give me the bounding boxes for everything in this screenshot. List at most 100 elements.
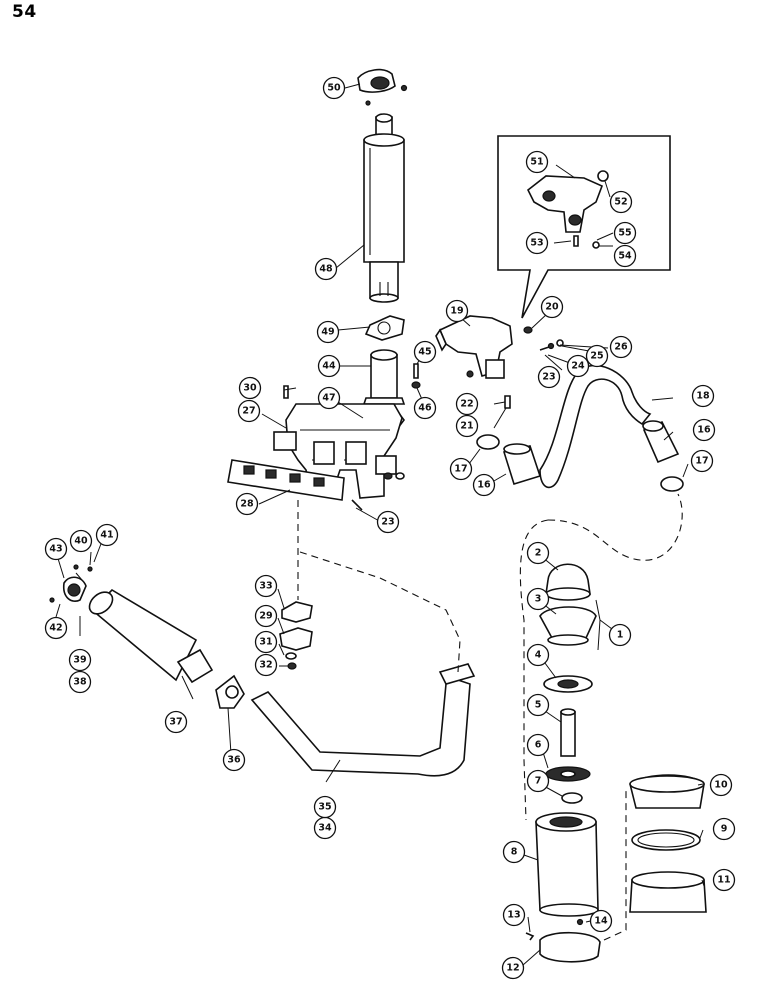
callout-18: 18 — [691, 384, 715, 408]
callout-8: 8 — [502, 840, 526, 864]
svg-text:3: 3 — [535, 594, 542, 605]
svg-text:46: 46 — [418, 403, 432, 414]
svg-text:33: 33 — [259, 581, 272, 592]
svg-text:31: 31 — [259, 637, 272, 648]
svg-text:37: 37 — [169, 717, 182, 728]
callout-32: 32 — [254, 653, 278, 677]
svg-text:39: 39 — [73, 655, 86, 666]
svg-text:5: 5 — [535, 700, 542, 711]
callout-54: 54 — [613, 244, 637, 268]
pipe-flange-gasket-part — [279, 601, 313, 670]
svg-text:54: 54 — [618, 251, 632, 262]
svg-text:52: 52 — [614, 197, 627, 208]
upper-flange-gasket-part — [364, 315, 405, 341]
callout-50: 50 — [322, 76, 346, 100]
svg-text:22: 22 — [460, 399, 473, 410]
callout-17b: 17 — [690, 449, 714, 473]
bolt-and-washer-part — [411, 363, 421, 389]
callout-43: 43 — [44, 537, 68, 561]
svg-text:25: 25 — [590, 351, 603, 362]
svg-text:44: 44 — [322, 361, 336, 372]
callout-40: 40 — [69, 529, 93, 553]
crossover-manifold-part — [435, 315, 513, 379]
svg-text:29: 29 — [259, 611, 272, 622]
callout-26: 26 — [609, 335, 633, 359]
svg-text:9: 9 — [721, 824, 728, 835]
leader-lines — [55, 83, 705, 966]
svg-text:19: 19 — [450, 306, 463, 317]
svg-text:45: 45 — [418, 347, 431, 358]
svg-text:49: 49 — [321, 327, 334, 338]
svg-text:16: 16 — [697, 425, 711, 436]
crossover-hardware-part — [504, 326, 564, 409]
callout-36: 36 — [222, 748, 246, 772]
callout-27: 27 — [237, 399, 261, 423]
svg-text:17: 17 — [454, 464, 467, 475]
callout-44: 44 — [317, 354, 341, 378]
oil-cup-part — [629, 774, 705, 809]
svg-text:11: 11 — [717, 875, 730, 886]
svg-text:26: 26 — [614, 342, 628, 353]
callout-24: 24 — [566, 354, 590, 378]
callout-38: 38 — [68, 670, 92, 694]
horizontal-muffler-part — [88, 588, 214, 684]
lower-exhaust-pipe-part — [250, 663, 476, 777]
callout-28: 28 — [235, 492, 259, 516]
svg-text:30: 30 — [243, 383, 257, 394]
svg-text:14: 14 — [594, 916, 608, 927]
svg-text:55: 55 — [618, 228, 631, 239]
callout-14: 14 — [589, 909, 613, 933]
svg-text:40: 40 — [74, 536, 88, 547]
callout-9: 9 — [712, 817, 736, 841]
svg-text:50: 50 — [327, 83, 341, 94]
callout-53: 53 — [525, 231, 549, 255]
small-hardware-part — [525, 918, 584, 941]
inset-detail-box — [497, 135, 671, 319]
callout-52: 52 — [609, 190, 633, 214]
svg-text:24: 24 — [571, 361, 585, 372]
callout-23b: 23 — [376, 510, 400, 534]
callout-2: 2 — [526, 541, 550, 565]
callout-19: 19 — [445, 299, 469, 323]
svg-text:43: 43 — [49, 544, 62, 555]
callout-7: 7 — [526, 769, 550, 793]
svg-text:8: 8 — [511, 847, 518, 858]
svg-text:51: 51 — [530, 157, 543, 168]
callout-13: 13 — [502, 903, 526, 927]
callout-12: 12 — [501, 956, 525, 980]
callout-22: 22 — [455, 392, 479, 416]
callout-11: 11 — [712, 868, 736, 892]
callout-3: 3 — [526, 587, 550, 611]
callout-49: 49 — [316, 320, 340, 344]
callout-20: 20 — [540, 295, 564, 319]
callout-37: 37 — [164, 710, 188, 734]
vertical-muffler-part — [363, 113, 405, 303]
svg-text:10: 10 — [714, 780, 728, 791]
tailpipe-part — [49, 564, 93, 603]
callout-30: 30 — [238, 376, 262, 400]
air-cleaner-nut-part — [561, 792, 583, 804]
callout-29: 29 — [254, 604, 278, 628]
air-cleaner-baffle-part — [543, 675, 593, 693]
air-cleaner-routing-line — [519, 519, 549, 821]
callout-31: 31 — [254, 630, 278, 654]
svg-text:20: 20 — [545, 302, 559, 313]
callout-10: 10 — [709, 773, 733, 797]
svg-text:23: 23 — [381, 517, 394, 528]
svg-text:12: 12 — [506, 963, 519, 974]
air-cleaner-cap-part — [545, 563, 591, 601]
callout-16b: 16 — [692, 418, 716, 442]
svg-text:6: 6 — [535, 740, 542, 751]
svg-text:48: 48 — [319, 264, 333, 275]
callout-6: 6 — [526, 733, 550, 757]
oil-cup-clamp-part — [539, 931, 601, 963]
callout-17a: 17 — [449, 457, 473, 481]
svg-text:41: 41 — [100, 530, 113, 541]
hose-coupling-part — [502, 420, 680, 485]
callout-47: 47 — [317, 386, 341, 410]
callout-35: 35 — [313, 795, 337, 819]
callout-23a: 23 — [537, 365, 561, 389]
callout-42: 42 — [44, 616, 68, 640]
pipe-routing-line-2 — [299, 551, 461, 673]
